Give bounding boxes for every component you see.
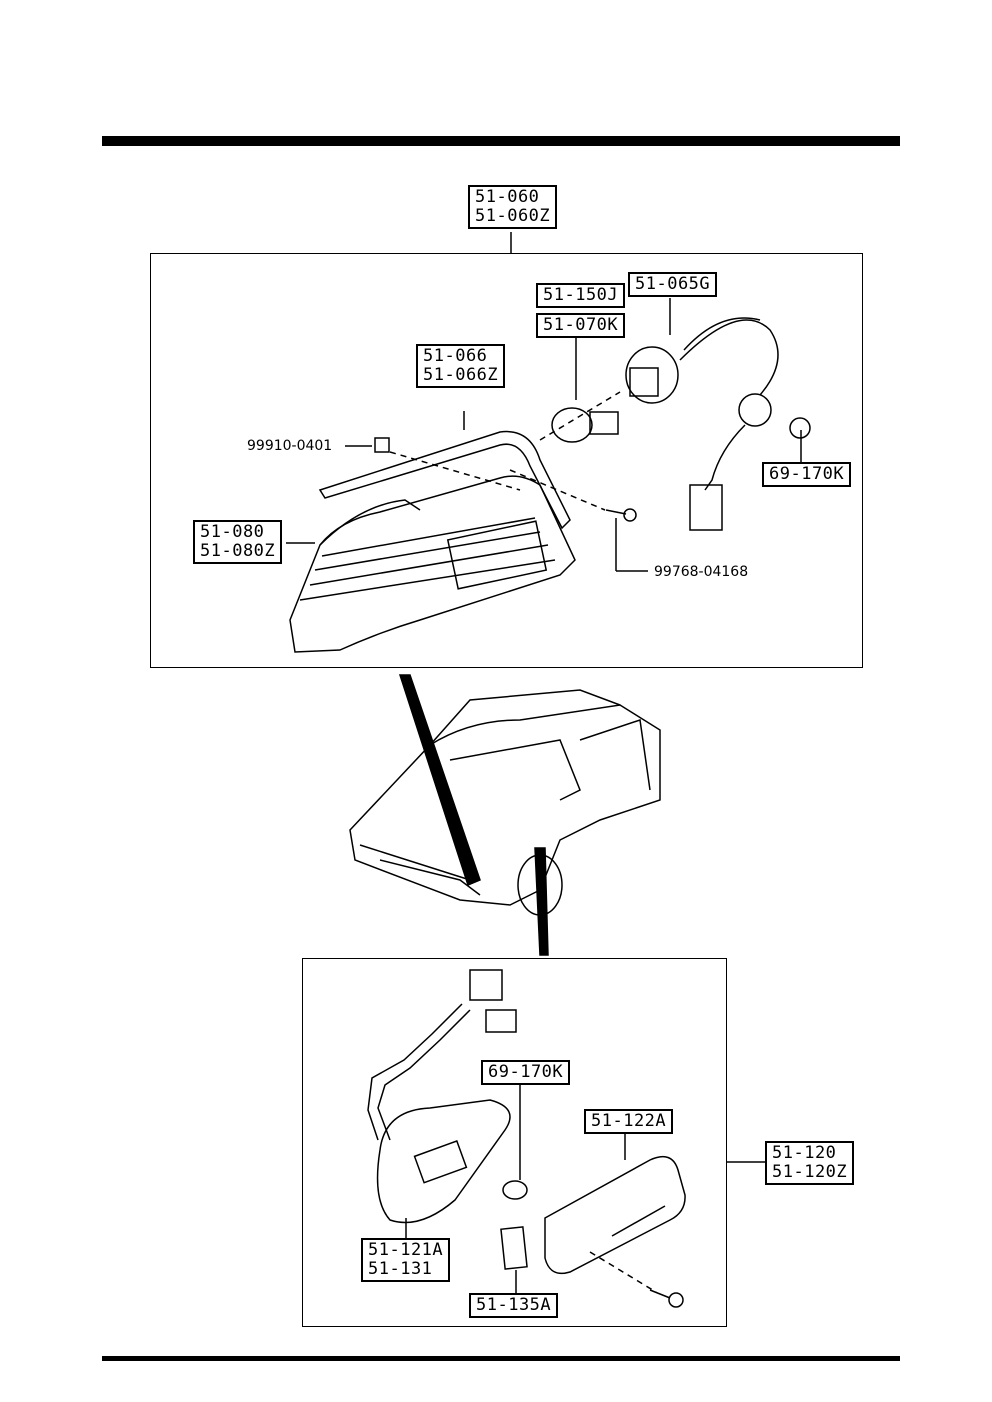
- upper-assembly-label[interactable]: 51-060 51-060Z: [468, 185, 558, 229]
- lower-bulb-part: 69-170K: [488, 1062, 564, 1082]
- upper-assembly-part-1: 51-060: [475, 187, 540, 207]
- gasket-label[interactable]: 51-066 51-066Z: [416, 344, 506, 388]
- screw-part[interactable]: 99768-04168: [654, 564, 749, 580]
- lower-assembly-part-2: 51-120Z: [772, 1162, 848, 1182]
- upper-assembly-part-2: 51-060Z: [475, 206, 551, 226]
- top-rule: [102, 136, 900, 146]
- lens-label[interactable]: 51-122A: [584, 1109, 674, 1134]
- gasket-part-1: 51-066: [423, 346, 488, 366]
- lens-housing-part-2: 51-080Z: [200, 541, 276, 561]
- lens-housing-part-1: 51-080: [200, 522, 265, 542]
- lower-assembly-part-1: 51-120: [772, 1143, 837, 1163]
- clip-part[interactable]: 99910-0401: [247, 438, 333, 454]
- lower-assembly-label[interactable]: 51-120 51-120Z: [765, 1141, 855, 1185]
- base-label[interactable]: 51-121A 51-131: [361, 1238, 451, 1282]
- socket-label[interactable]: 51-065G: [628, 272, 718, 297]
- lens-housing-label[interactable]: 51-080 51-080Z: [193, 520, 283, 564]
- pad-label[interactable]: 51-135A: [469, 1293, 559, 1318]
- side-bulb-part: 69-170K: [769, 464, 845, 484]
- pad-part: 51-135A: [476, 1295, 552, 1315]
- base-part-2: 51-131: [368, 1259, 433, 1279]
- socket-part: 51-065G: [635, 274, 711, 294]
- lower-group-frame: [302, 958, 727, 1327]
- base-part-1: 51-121A: [368, 1240, 444, 1260]
- gasket-part-2: 51-066Z: [423, 365, 499, 385]
- bulb-label[interactable]: 51-150J: [536, 283, 626, 308]
- lens-part: 51-122A: [591, 1111, 667, 1131]
- upper-group-frame: [150, 253, 863, 668]
- wedge-bulb-label[interactable]: 51-070K: [536, 313, 626, 338]
- bottom-rule: [102, 1356, 900, 1361]
- lower-bulb-label[interactable]: 69-170K: [481, 1060, 571, 1085]
- wedge-bulb-part: 51-070K: [543, 315, 619, 335]
- side-bulb-label[interactable]: 69-170K: [762, 462, 852, 487]
- bulb-part: 51-150J: [543, 285, 619, 305]
